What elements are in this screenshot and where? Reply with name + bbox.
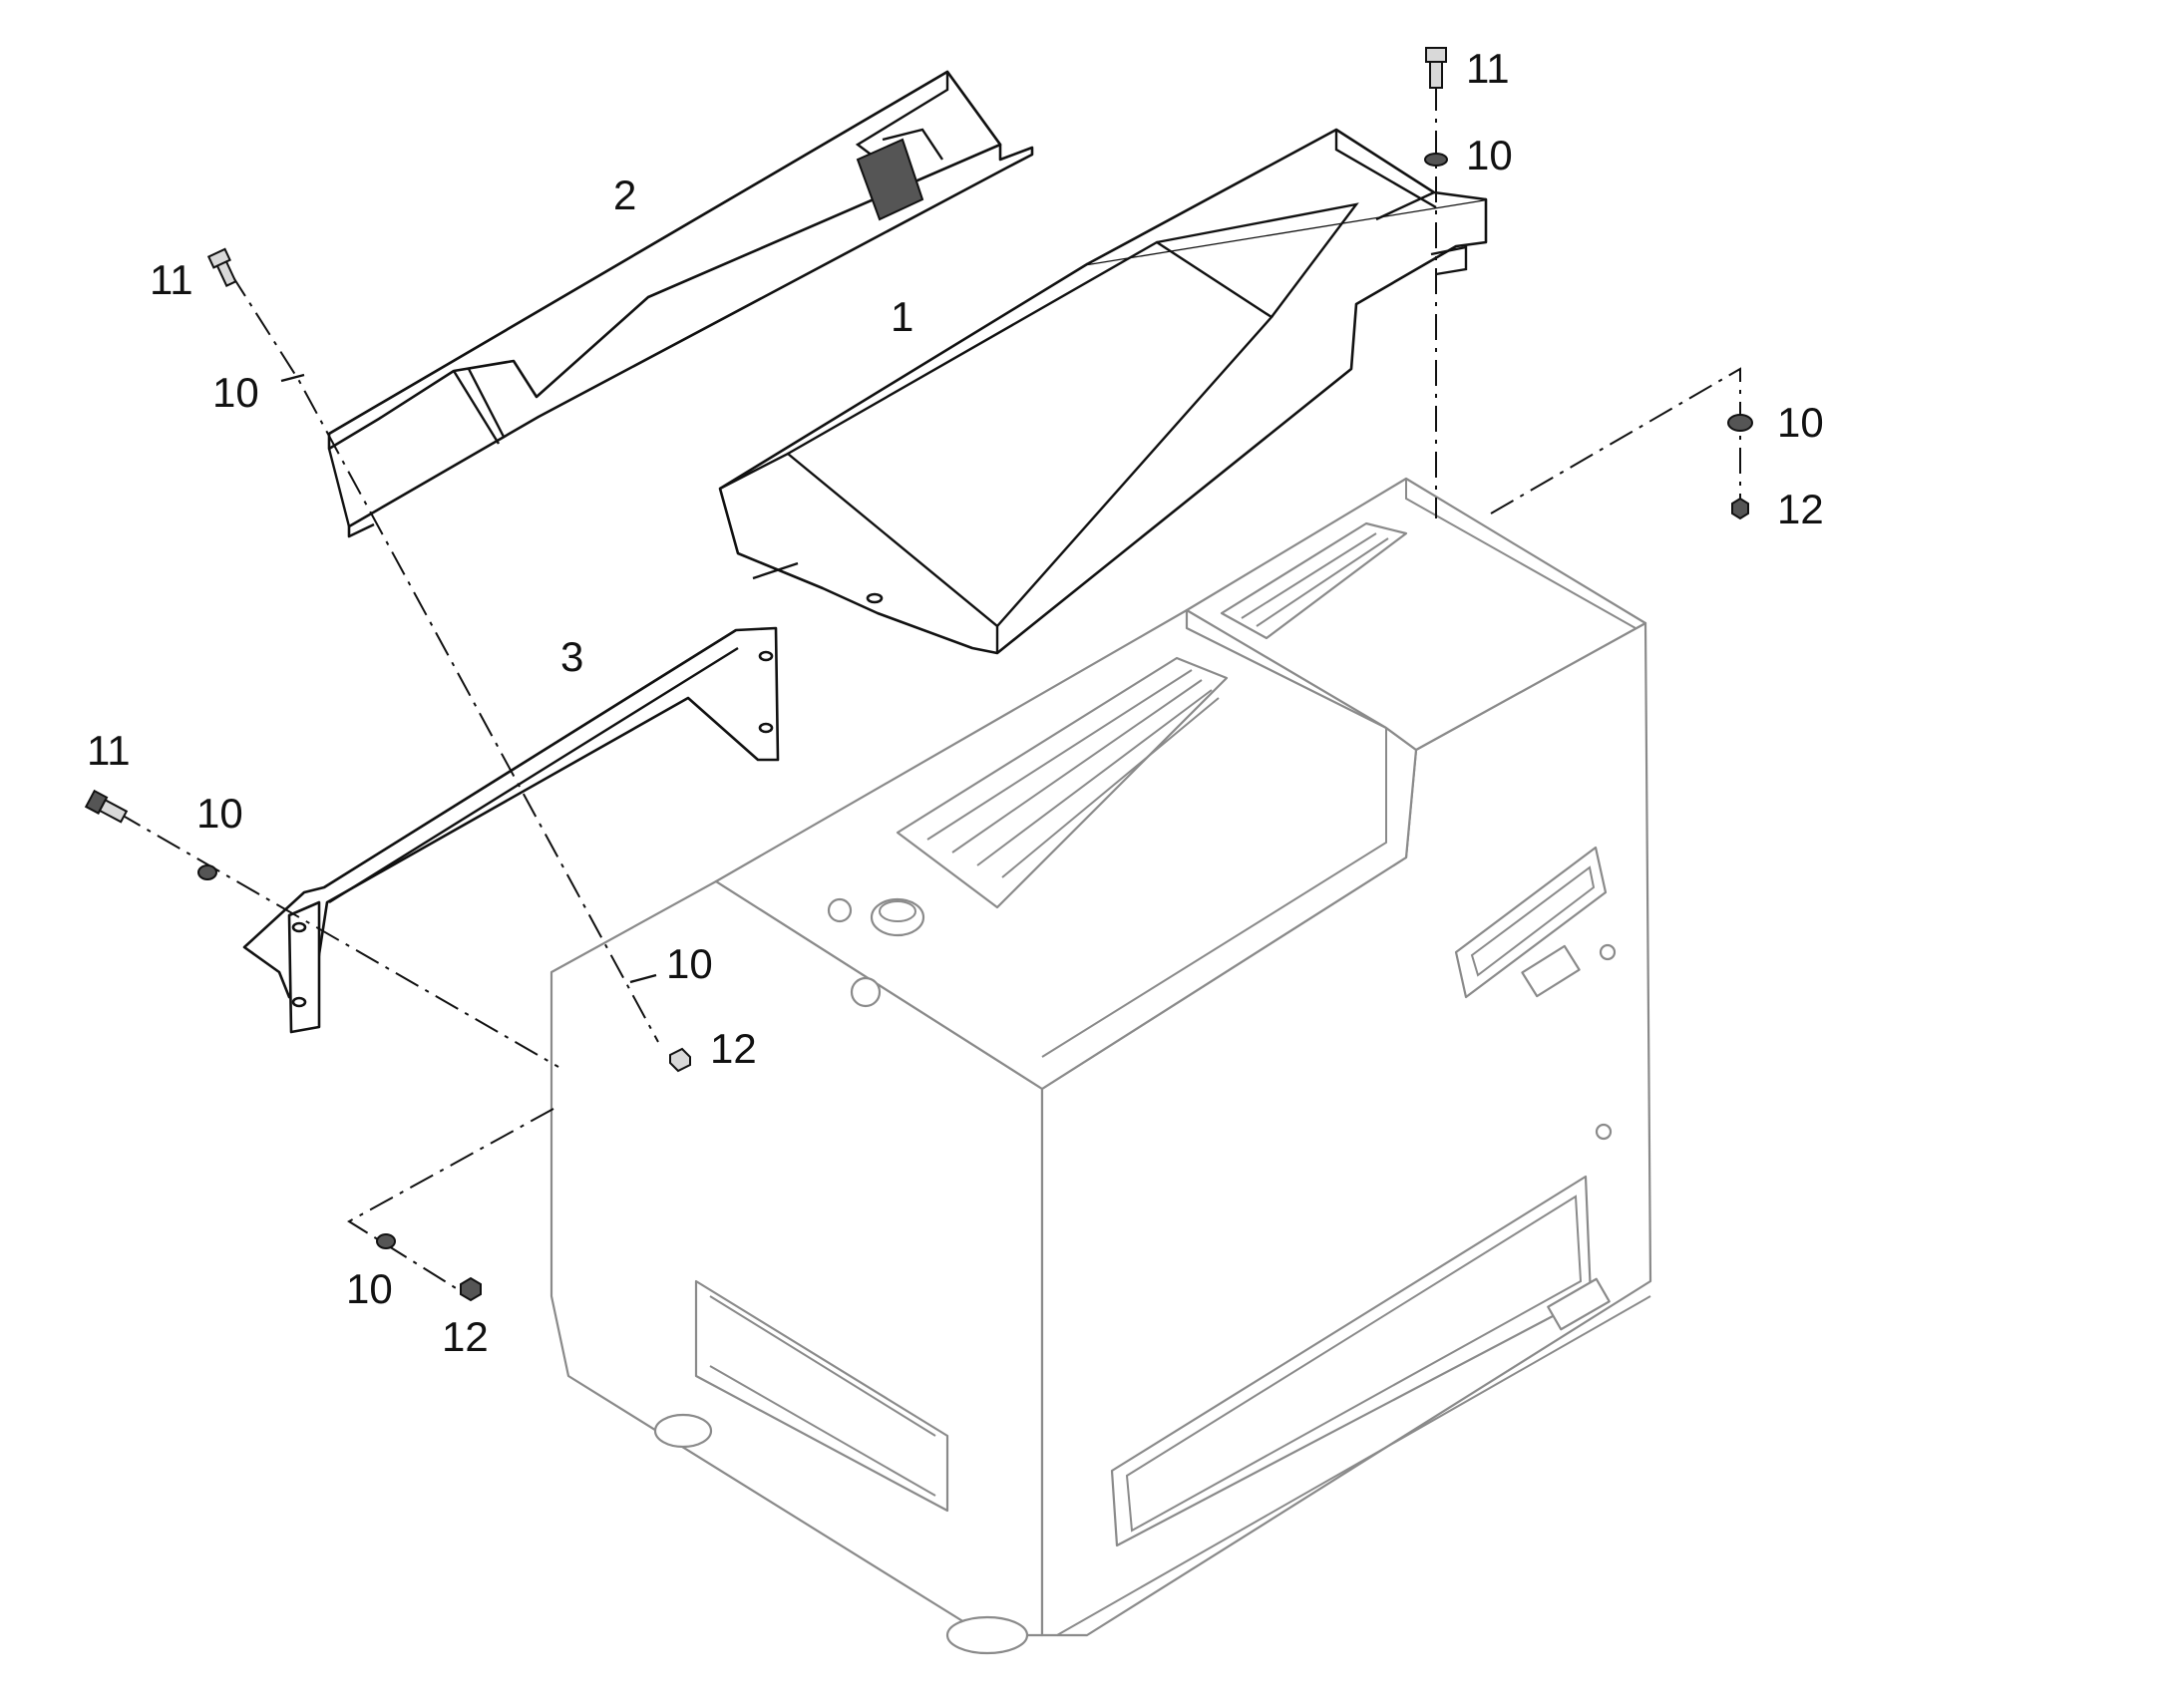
callouts: 1 2 3 11 10 11 10 10 12 11 10 10 12 10 1… <box>87 45 1824 1360</box>
callout-10-top: 10 <box>1466 132 1513 178</box>
washer-icon <box>1424 153 1448 167</box>
callout-12-center: 12 <box>710 1025 757 1072</box>
callout-11-bracket: 11 <box>87 727 131 774</box>
washer-icon <box>376 1233 396 1249</box>
bolt-icon <box>1425 47 1447 89</box>
callout-12-bottom: 12 <box>442 1313 489 1360</box>
callout-10-bracket: 10 <box>196 790 243 837</box>
callout-2: 2 <box>613 171 636 218</box>
leader-lines <box>117 85 1741 1297</box>
part-2-top-panel <box>327 70 1034 538</box>
washer-icon <box>197 864 217 880</box>
nut-icon <box>669 1047 691 1073</box>
hardware <box>84 47 1753 1302</box>
nut-icon <box>1731 497 1749 520</box>
callout-11-left: 11 <box>150 256 193 303</box>
callout-10-center: 10 <box>666 940 713 987</box>
part-1-cover <box>718 128 1488 655</box>
bolt-icon <box>84 789 129 824</box>
callout-12-right: 12 <box>1777 486 1824 532</box>
callout-11-top: 11 <box>1466 45 1510 92</box>
washer-icon <box>1727 414 1753 432</box>
callout-10-left: 10 <box>212 369 259 416</box>
callout-1: 1 <box>891 293 913 340</box>
nut-icon <box>460 1276 482 1302</box>
washer-icon <box>280 373 305 383</box>
bolt-icon <box>206 247 237 287</box>
tank-body <box>549 477 1652 1655</box>
callout-10-right: 10 <box>1777 399 1824 446</box>
washer-icon <box>629 973 657 984</box>
callout-3: 3 <box>560 633 583 680</box>
callout-10-bottom: 10 <box>346 1265 393 1312</box>
part-3-bracket <box>242 626 780 1034</box>
